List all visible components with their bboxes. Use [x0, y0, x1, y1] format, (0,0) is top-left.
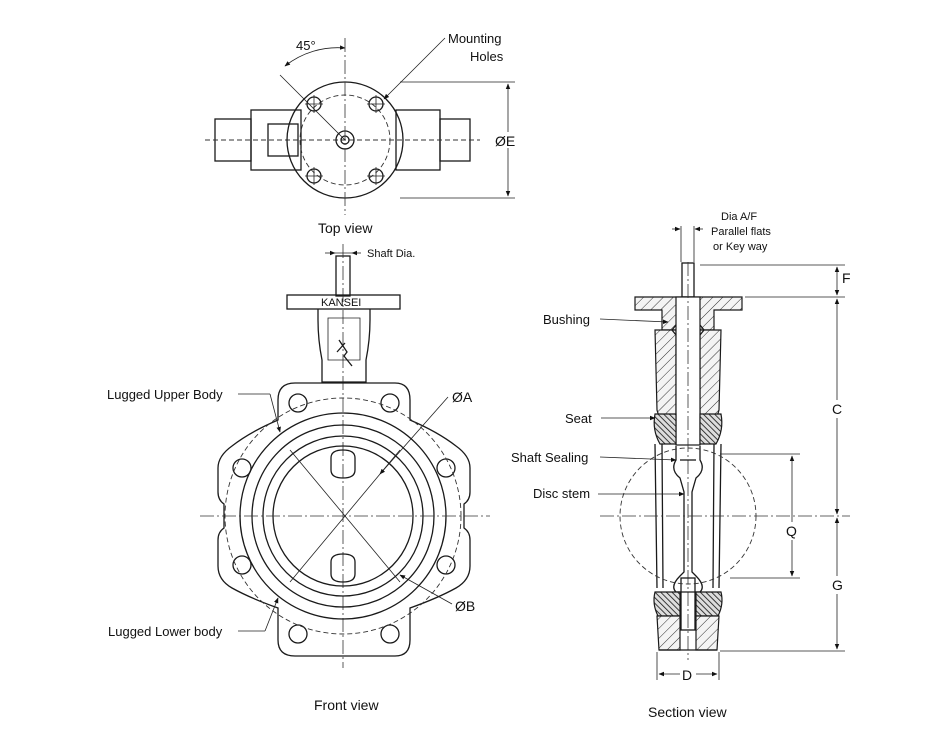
- top-view: 45° Mounting Holes ØE Top view: [205, 31, 520, 236]
- disc-stem-label: Disc stem: [533, 486, 590, 501]
- section-view-caption: Section view: [648, 704, 727, 720]
- dim-q-label: Q: [786, 523, 797, 539]
- front-view-caption: Front view: [314, 697, 379, 713]
- seat-label: Seat: [565, 411, 592, 426]
- shaft-dia-label: Shaft Dia.: [367, 248, 415, 260]
- mounting-holes-label-1: Mounting: [448, 31, 501, 46]
- top-view-caption: Top view: [318, 220, 373, 236]
- dim-f-label: F: [842, 270, 851, 286]
- dia-a-label: ØA: [452, 389, 473, 405]
- lugged-lower-body-label: Lugged Lower body: [108, 624, 223, 639]
- dim-c-label: C: [832, 401, 842, 417]
- dia-af-label-3: or Key way: [713, 241, 768, 253]
- dia-af-label-1: Dia A/F: [721, 211, 757, 223]
- shaft-sealing-label: Shaft Sealing: [511, 450, 588, 465]
- angle-label: 45°: [296, 38, 316, 53]
- dia-af-label-2: Parallel flats: [711, 226, 771, 238]
- bushing-label: Bushing: [543, 312, 590, 327]
- front-view: Shaft Dia. KANSEI ØA: [107, 244, 490, 713]
- brand-label: KANSEI: [321, 297, 361, 309]
- section-view: Dia A/F Parallel flats or Key way: [511, 211, 851, 720]
- dim-d-label: D: [682, 667, 692, 683]
- dia-b-label: ØB: [455, 598, 475, 614]
- lugged-upper-body-label: Lugged Upper Body: [107, 387, 223, 402]
- dim-g-label: G: [832, 577, 843, 593]
- mounting-holes-label-2: Holes: [470, 49, 504, 64]
- dia-e-label: ØE: [495, 133, 515, 149]
